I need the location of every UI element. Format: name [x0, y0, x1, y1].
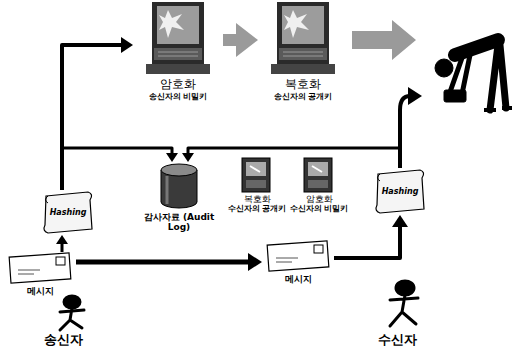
- sender-figure: [60, 296, 84, 330]
- node-title: Hashing: [382, 187, 419, 196]
- figure-label: 수신자: [378, 331, 417, 349]
- node-box: 메시지: [262, 240, 334, 288]
- envelope-icon: [4, 252, 76, 286]
- receiver-figure: [390, 281, 418, 326]
- node-box: 메시지: [4, 252, 76, 300]
- node-title: 복호화: [244, 194, 271, 204]
- node-subtitle: 수신자의 비밀키: [290, 204, 349, 213]
- arrow-head: [166, 153, 178, 162]
- arrow-head: [248, 253, 262, 271]
- flow-arrow: [76, 260, 250, 265]
- arrow-head: [408, 87, 422, 105]
- node-title: Hashing: [50, 208, 87, 217]
- node-box: 복호화송신자의 공개키: [258, 0, 348, 108]
- node-title: 암호화: [160, 78, 196, 92]
- arrow-head: [56, 235, 68, 244]
- node-subtitle: 송신자의 공개키: [274, 92, 333, 101]
- arrow-head: [182, 153, 194, 162]
- node-box: Hashing: [40, 190, 96, 235]
- monitor-icon: [258, 0, 348, 78]
- arrow-head: [236, 23, 258, 57]
- flow-arrow: [61, 243, 64, 252]
- node-box: 복호화수신자의 공개키: [225, 156, 290, 220]
- arrow-head: [121, 37, 133, 53]
- node-title: 복호화: [285, 78, 321, 92]
- smallpc-icon: [287, 156, 349, 194]
- node-box: 암호화송신자의 비밀키: [133, 0, 223, 108]
- figure-label: 송신자: [44, 331, 83, 349]
- flow-arrow: [334, 225, 400, 258]
- flow-arrow: [188, 148, 400, 168]
- flow-arrow: [62, 148, 172, 190]
- node-box: 감사자료 (Audit Log): [138, 162, 220, 244]
- arrow-head: [392, 215, 408, 227]
- node-title: 메시지: [285, 274, 312, 284]
- node-subtitle: 송신자의 비밀키: [149, 92, 208, 101]
- node-subtitle: 수신자의 공개키: [228, 204, 287, 213]
- node-title: 메시지: [27, 286, 54, 296]
- node-box: 암호화수신자의 비밀키: [287, 156, 352, 220]
- node-title: 암호화: [306, 194, 333, 204]
- smallpc-icon: [225, 156, 287, 194]
- envelope-icon: [262, 240, 334, 274]
- gray-arrow: [352, 20, 416, 60]
- cylinder-icon: [138, 162, 220, 212]
- monitor-icon: [133, 0, 223, 78]
- bowing-person: [435, 40, 512, 110]
- node-title: 감사자료 (Audit Log): [143, 212, 215, 233]
- flow-arrow: [62, 45, 123, 190]
- node-box: Hashing: [372, 168, 428, 215]
